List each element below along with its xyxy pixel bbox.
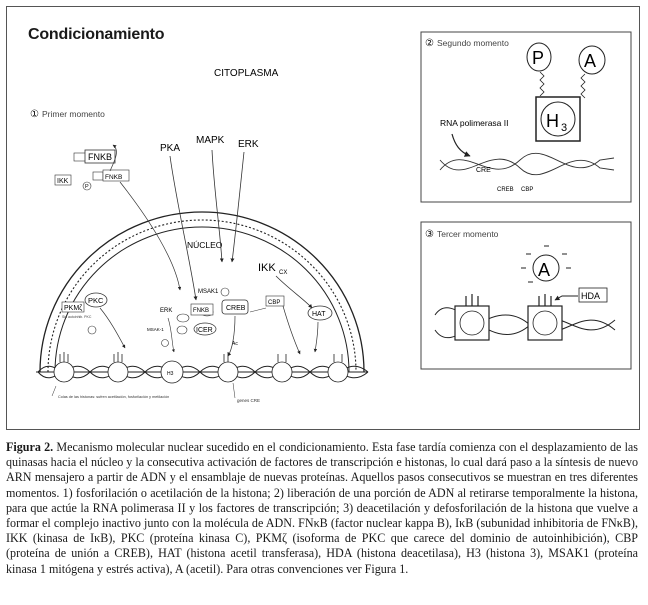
- histone-tails: [59, 352, 343, 362]
- pka-label: PKA: [160, 143, 180, 154]
- ikk-label: IKK: [57, 178, 69, 185]
- genes-cre-label: genes CRE: [237, 398, 260, 403]
- svg-text:P: P: [85, 184, 89, 190]
- erk-label: ERK: [238, 139, 259, 150]
- acetyl-a: A: [584, 51, 596, 71]
- colas-note: Colas de las histonas: sufren acetilació…: [58, 395, 169, 399]
- nucleosomes: [53, 360, 349, 384]
- ikkcx-label: IKK: [258, 262, 276, 274]
- step1-label: Primer momento: [42, 109, 105, 119]
- caption-label: Figura 2.: [6, 440, 54, 454]
- step2-label: Segundo momento: [437, 38, 509, 48]
- phospho-p: P: [532, 48, 544, 68]
- dna-strand: [37, 365, 369, 379]
- svg-text:3: 3: [561, 122, 567, 134]
- mapk-label: MAPK: [196, 135, 225, 146]
- acetyl-a-3: A: [538, 260, 550, 280]
- rna-pol-label: RNA polimerasa II: [440, 118, 509, 128]
- hda-label: HDA: [581, 291, 600, 301]
- svg-text:H3: H3: [167, 371, 174, 377]
- diagram: CITOPLASMA ① Primer momento NÚCLEO PKA M…: [30, 31, 632, 403]
- creb-label: CREB: [226, 305, 246, 312]
- svg-text:Ac: Ac: [232, 341, 238, 347]
- icer-label: ICER: [196, 327, 213, 334]
- figure-frame: [6, 6, 640, 430]
- figure-caption: Figura 2. Mecanismo molecular nuclear su…: [6, 440, 638, 577]
- pkc-label: PKC: [88, 296, 104, 305]
- svg-text:CX: CX: [279, 270, 287, 276]
- h3-histone: H: [546, 111, 559, 131]
- svg-text:Sin autoinhib. PKC: Sin autoinhib. PKC: [62, 315, 92, 319]
- hat-label: HAT: [312, 311, 326, 318]
- step3-label: Tercer momento: [437, 229, 499, 239]
- citoplasma-label: CITOPLASMA: [214, 68, 279, 79]
- caption-text: Mecanismo molecular nuclear sucedido en …: [6, 440, 639, 576]
- fnkb-complex: FNKB IKK P FNKB: [54, 144, 182, 291]
- svg-text:CBP: CBP: [521, 187, 533, 193]
- msak-label: MSAK1: [198, 289, 219, 295]
- pkmz-label: PKMζ: [64, 305, 82, 312]
- svg-text:FNKB: FNKB: [193, 308, 209, 314]
- cbp-label: CBP: [268, 300, 280, 306]
- svg-text:MSAK-1: MSAK-1: [147, 327, 164, 332]
- nucleo-label: NÚCLEO: [187, 240, 223, 250]
- cre-label: CRE: [476, 167, 491, 174]
- fnkb-label: FNKB: [88, 152, 112, 162]
- svg-text:FNKB: FNKB: [105, 174, 122, 181]
- svg-text:CREB: CREB: [497, 187, 514, 193]
- step1-number: ①: [30, 109, 39, 120]
- step3-number: ③: [425, 229, 434, 240]
- svg-text:ERK: ERK: [160, 308, 172, 314]
- figure-title: Condicionamiento: [28, 26, 165, 43]
- step2-number: ②: [425, 38, 434, 49]
